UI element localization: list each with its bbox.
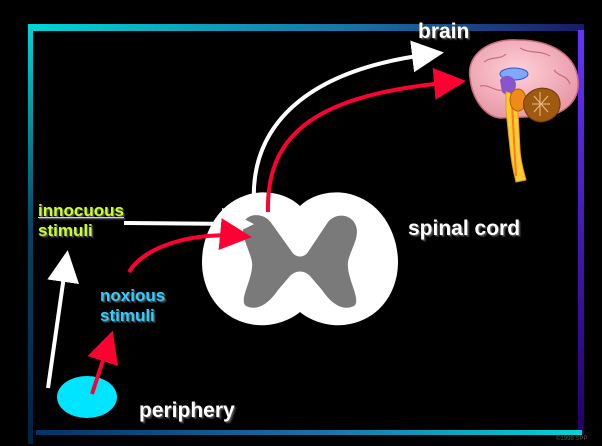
frame-left-bar bbox=[28, 24, 33, 444]
innocuous-arrow-periphery bbox=[48, 262, 66, 388]
innocuous-label-line2: stimuli bbox=[38, 221, 124, 241]
periphery-receptor bbox=[57, 376, 117, 418]
frame-top-bar bbox=[28, 24, 584, 31]
spinal-cord-label: spinal cord bbox=[408, 217, 520, 241]
frame-right-bar bbox=[578, 30, 584, 434]
noxious-stimuli-label: noxious stimuli bbox=[100, 286, 165, 325]
brain-with-brainstem-icon bbox=[470, 40, 579, 182]
copyright-notice: ©1998 SPP bbox=[556, 436, 587, 442]
frame-bottom-bar bbox=[36, 430, 582, 435]
brain-label: brain bbox=[418, 20, 469, 44]
innocuous-label-line1: innocuous bbox=[38, 201, 124, 221]
noxious-label-line2: stimuli bbox=[100, 306, 165, 326]
spinal-cord-cross-section bbox=[202, 192, 398, 325]
innocuous-arrow-to-brain bbox=[254, 54, 432, 204]
noxious-label-line1: noxious bbox=[100, 286, 165, 306]
innocuous-stimuli-label: innocuous stimuli bbox=[38, 201, 124, 240]
periphery-label: periphery bbox=[139, 399, 235, 423]
innocuous-arrow-to-cord bbox=[124, 223, 242, 224]
